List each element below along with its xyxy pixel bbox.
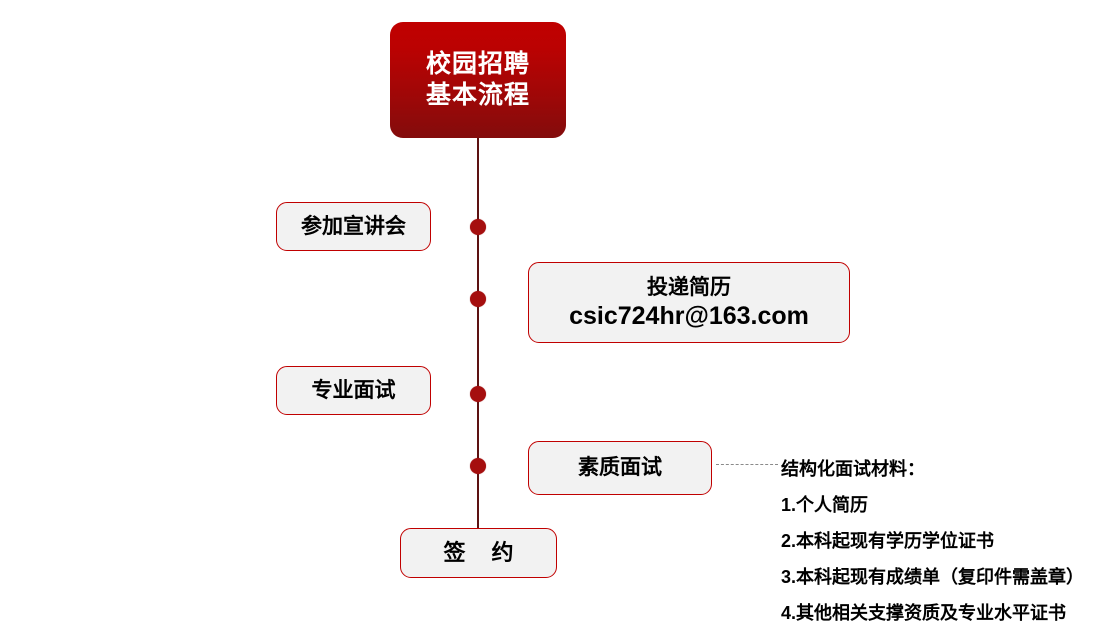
step-label-professional-interview: 专业面试 — [311, 378, 396, 402]
interview-materials-notes: 结构化面试材料： 1.个人简历 2.本科起现有学历学位证书 3.本科起现有成绩单… — [781, 451, 1091, 631]
step-label-briefing: 参加宣讲会 — [301, 214, 406, 238]
notes-item-1: 1.个人简历 — [781, 495, 869, 515]
timeline-dot-resume — [470, 291, 486, 307]
timeline-dot-professional-interview — [470, 386, 486, 402]
timeline-dot-briefing — [470, 219, 486, 235]
step-box-resume: 投递简历 csic724hr@163.com — [528, 262, 850, 343]
step-label-resume: 投递简历 — [647, 275, 731, 299]
step-box-briefing: 参加宣讲会 — [276, 202, 431, 251]
flowchart-title-line-2: 基本流程 — [425, 81, 530, 109]
notes-item-4: 4.其他相关支撑资质及专业水平证书 — [781, 603, 1067, 623]
flowchart-title-line-1: 校园招聘 — [425, 50, 530, 78]
timeline-dot-quality-interview — [470, 458, 486, 474]
step-label-signing: 签 约 — [443, 540, 524, 565]
timeline-spine — [477, 138, 479, 530]
flowchart-title-box: 校园招聘 基本流程 — [390, 22, 566, 138]
step-box-quality-interview: 素质面试 — [528, 441, 712, 495]
dashed-connector-line — [716, 464, 778, 465]
notes-item-3: 3.本科起现有成绩单（复印件需盖章） — [781, 567, 1085, 587]
step-detail-resume-email: csic724hr@163.com — [569, 301, 809, 330]
notes-item-2: 2.本科起现有学历学位证书 — [781, 531, 995, 551]
notes-heading: 结构化面试材料： — [781, 459, 925, 479]
step-box-signing: 签 约 — [400, 528, 557, 578]
step-label-quality-interview: 素质面试 — [578, 456, 662, 479]
step-box-professional-interview: 专业面试 — [276, 366, 431, 415]
